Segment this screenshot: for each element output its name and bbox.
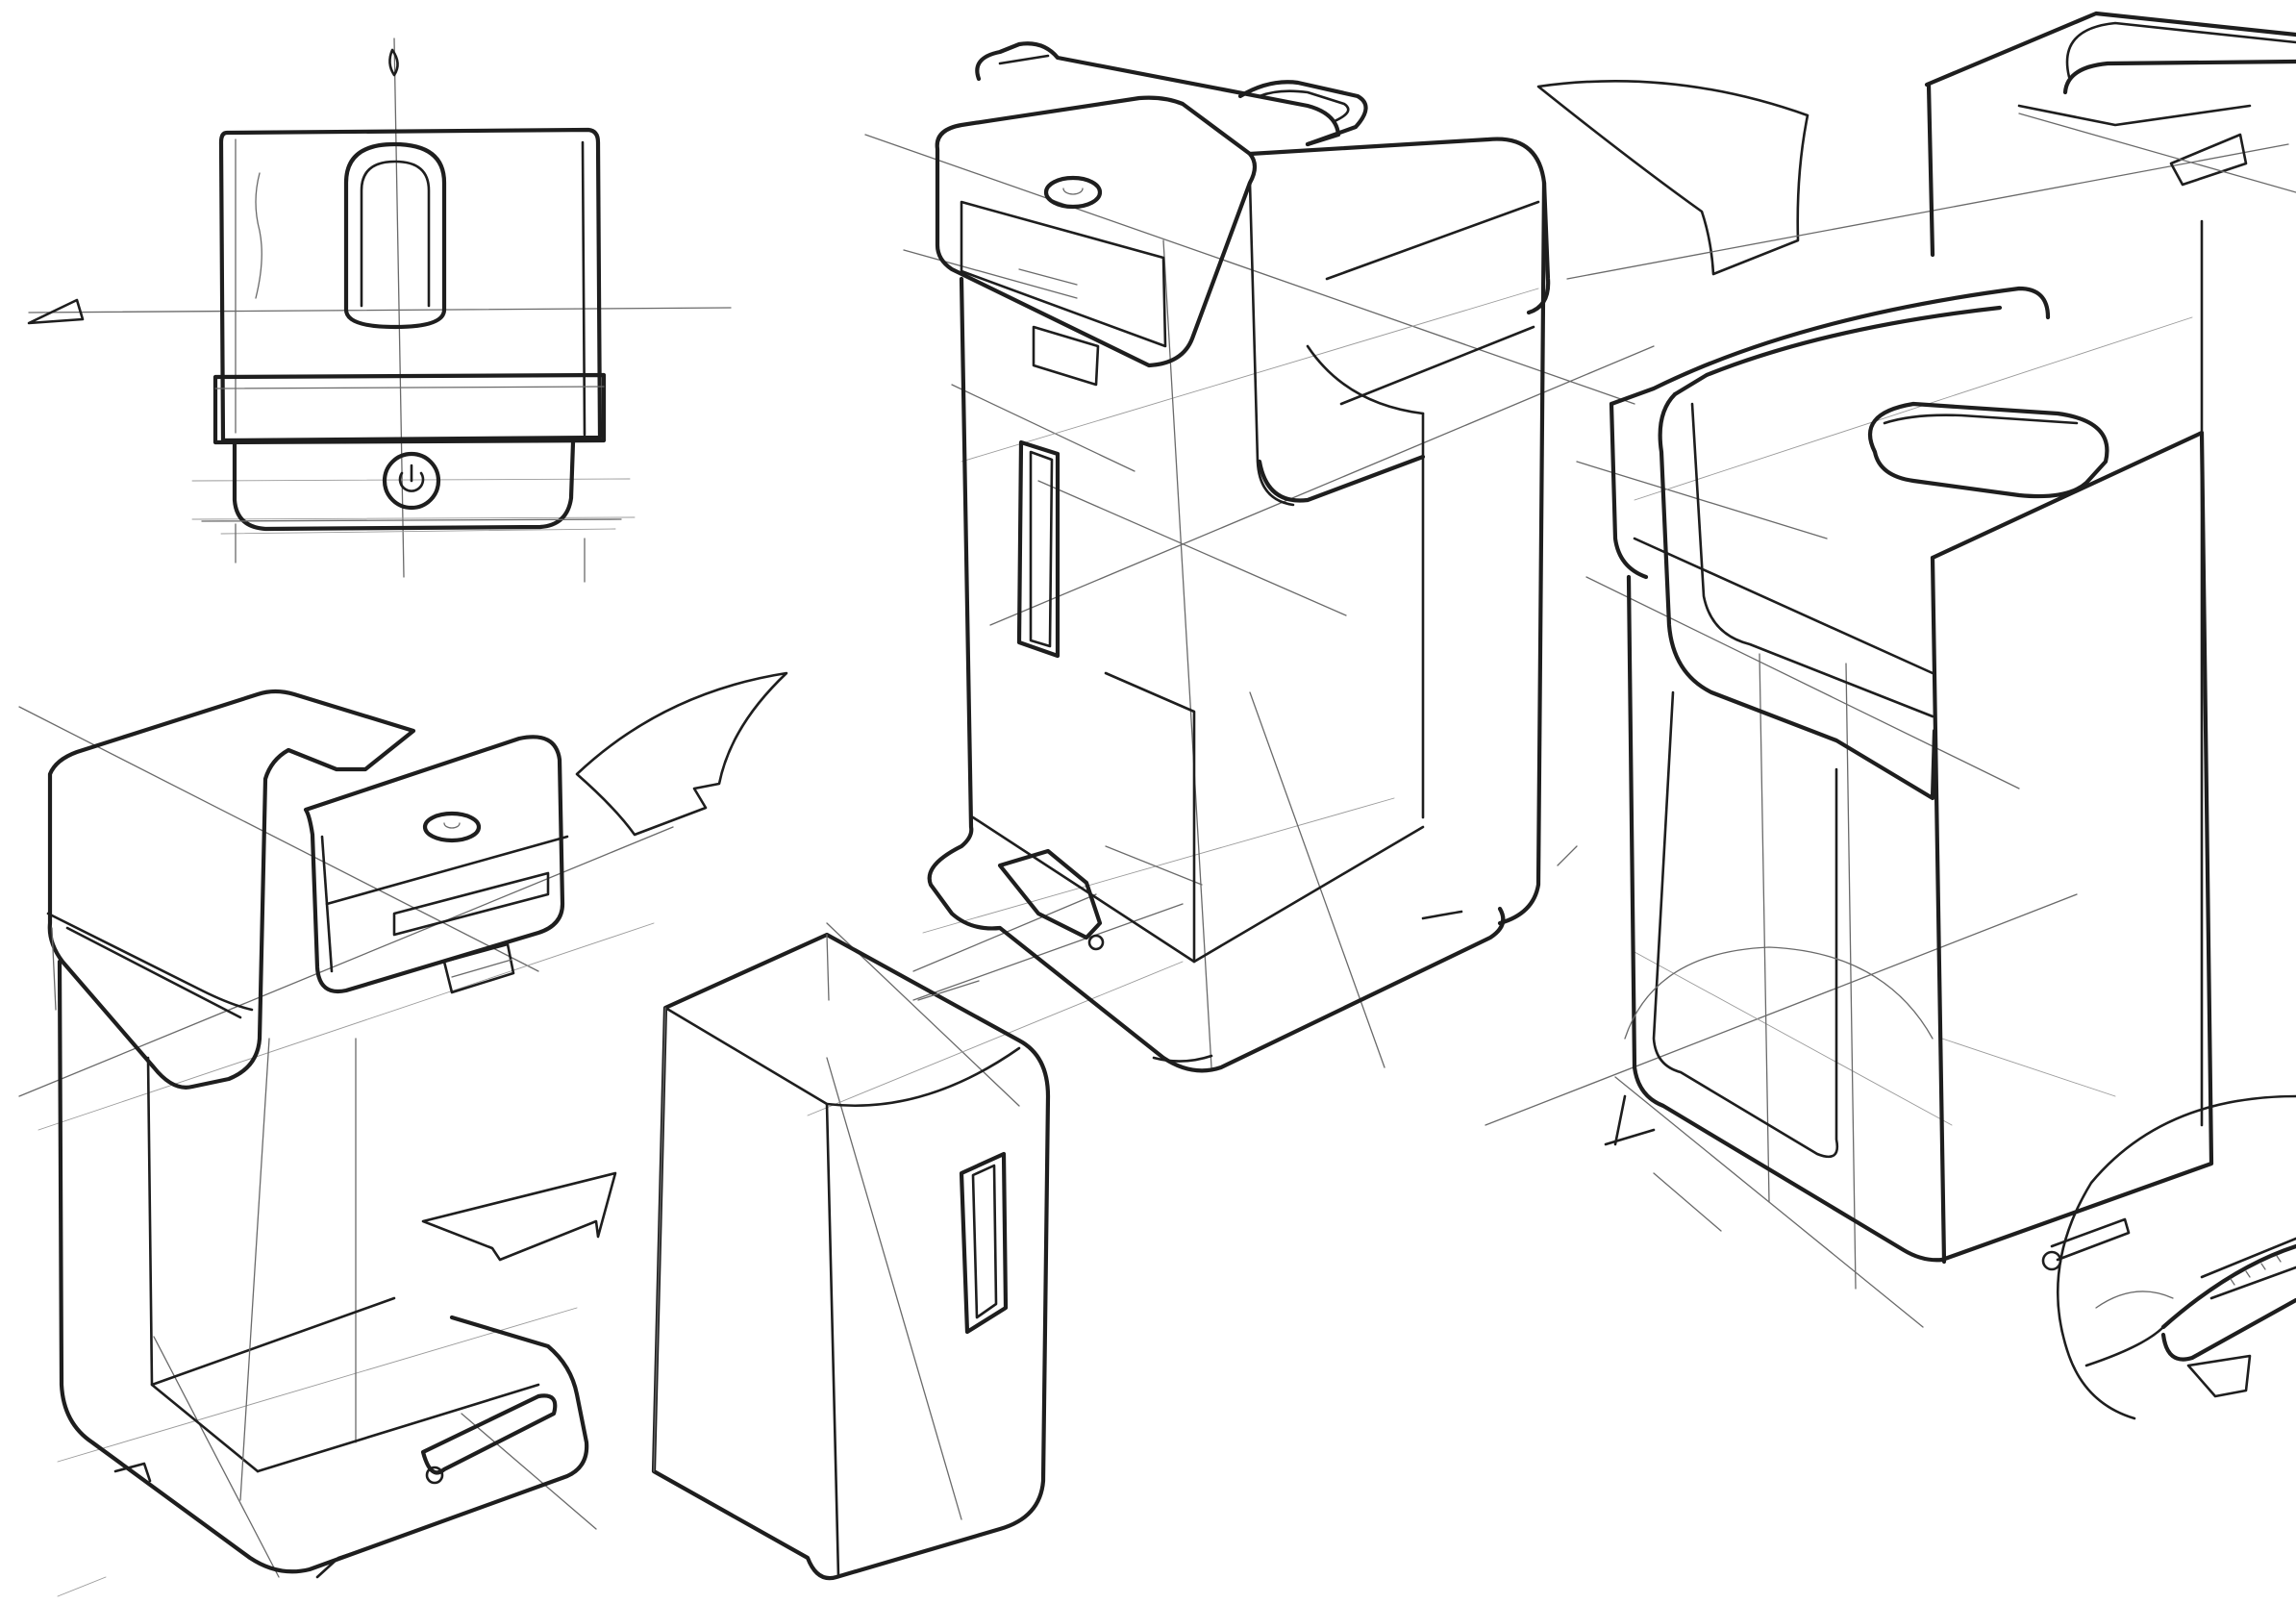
direction-arrow-icon — [421, 1171, 617, 1262]
perspective-view-center — [864, 41, 1655, 1073]
front-orthographic-view — [27, 38, 732, 583]
direction-arrow-icon — [2186, 1354, 2252, 1398]
detail-circle-view — [2056, 1094, 2296, 1420]
direction-arrow-icon — [27, 298, 85, 325]
direction-arrow-icon — [1536, 79, 1809, 276]
direction-arrow-icon — [575, 671, 788, 837]
power-icon — [398, 464, 425, 492]
perspective-view-left — [18, 671, 788, 1597]
power-icon — [1062, 188, 1084, 195]
power-icon — [443, 822, 461, 829]
removable-tank-view — [651, 903, 1184, 1581]
perspective-view-right — [1485, 11, 2296, 1328]
